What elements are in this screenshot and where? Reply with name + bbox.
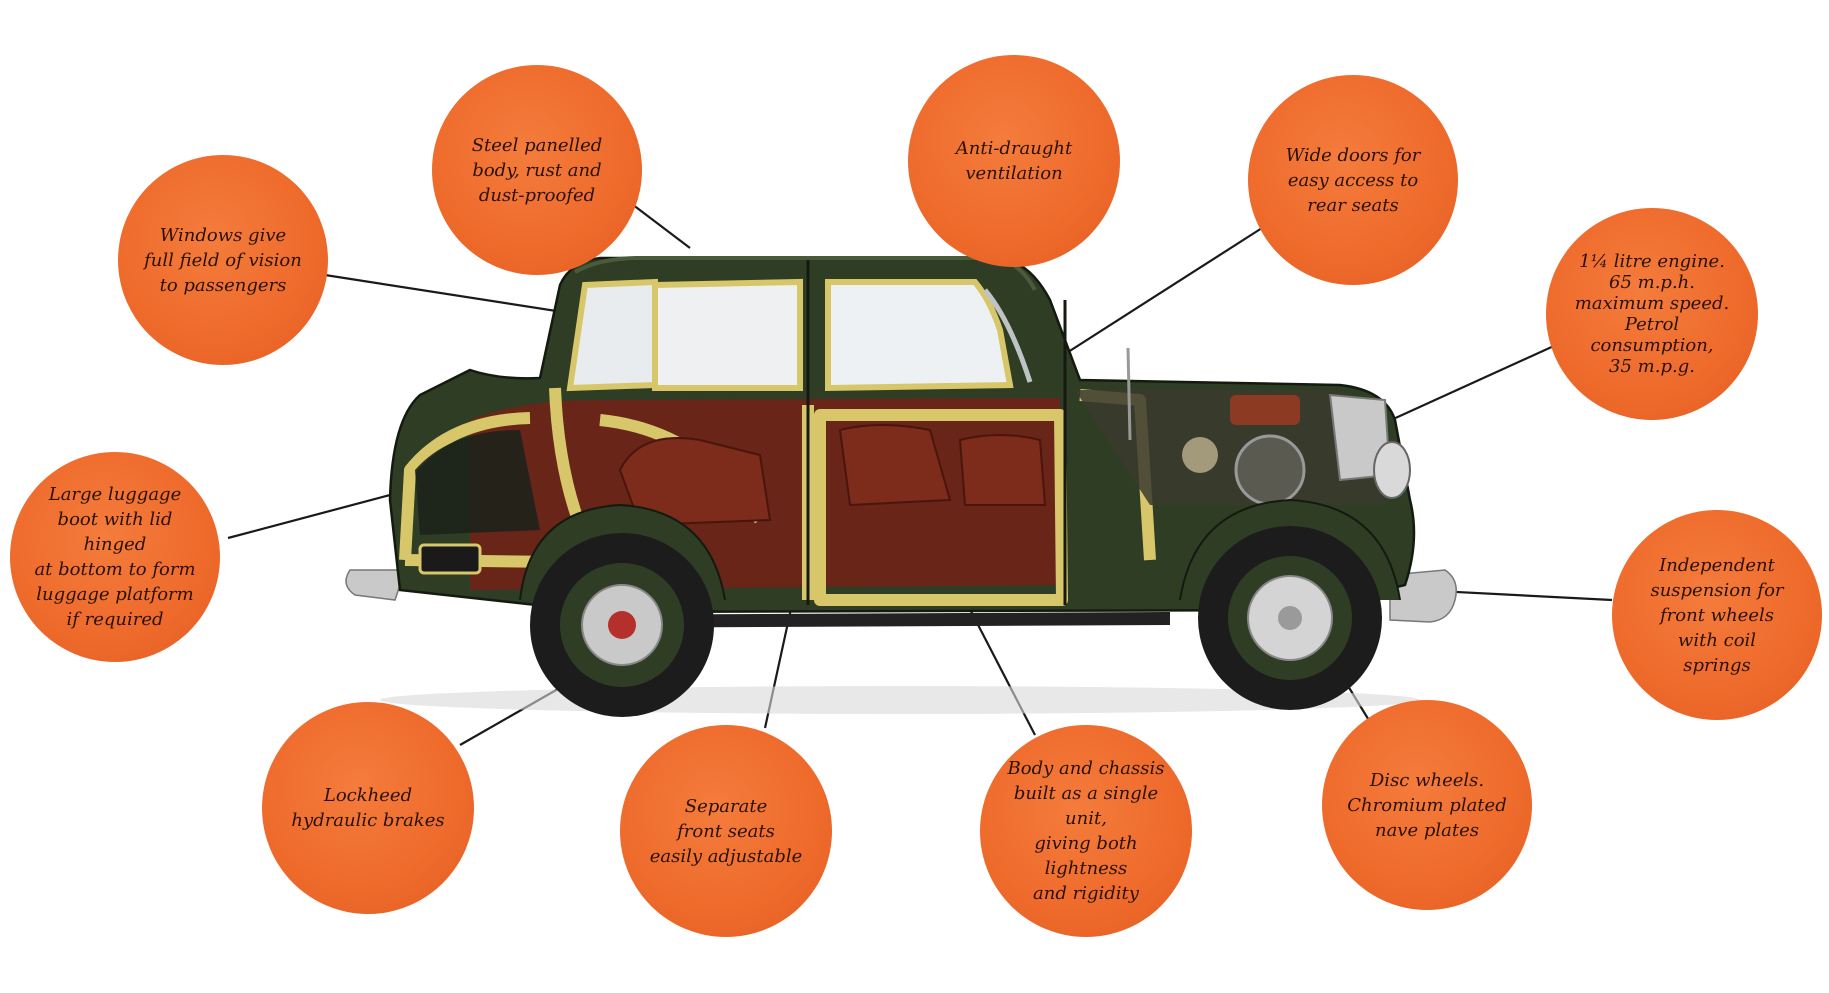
callout-ventilation: Anti-draught ventilation [908, 55, 1120, 267]
callout-front-seats-text: Separate front seats easily adjustable [649, 795, 803, 867]
callout-front-seats: Separate front seats easily adjustable [620, 725, 832, 937]
leader-wide-doors [1039, 227, 1263, 371]
rear-wheel [519, 503, 726, 717]
callout-suspension-text: Independent suspension for front wheels … [1650, 554, 1784, 676]
callout-body-chassis-text: Body and chassis built as a single unit,… [1007, 758, 1165, 904]
callout-ventilation-text: Anti-draught ventilation [955, 138, 1073, 184]
callout-wide-doors-text: Wide doors for easy access to rear seats [1285, 144, 1421, 216]
car [345, 256, 1457, 717]
callout-disc-wheels-text: Disc wheels. Chromium plated nave plates [1347, 769, 1507, 841]
callout-wide-doors: Wide doors for easy access to rear seats [1248, 75, 1458, 285]
callout-suspension: Independent suspension for front wheels … [1612, 510, 1822, 720]
callout-body-chassis: Body and chassis built as a single unit,… [980, 725, 1192, 937]
callout-brakes: Lockheed hydraulic brakes [262, 702, 474, 914]
callout-engine: 1¼ litre engine. 65 m.p.h. maximum speed… [1546, 208, 1758, 420]
callout-luggage-boot-text: Large luggage boot with lid hinged at bo… [34, 484, 196, 630]
callout-windows-text: Windows give full field of vision to pas… [144, 224, 302, 296]
leader-luggage [227, 493, 391, 540]
callout-steel-body-text: Steel panelled body, rust and dust-proof… [471, 134, 603, 206]
leader-engine [1379, 343, 1557, 427]
callout-luggage-boot: Large luggage boot with lid hinged at bo… [10, 452, 220, 662]
callout-engine-text: 1¼ litre engine. 65 m.p.h. maximum speed… [1574, 251, 1730, 377]
callout-brakes-text: Lockheed hydraulic brakes [291, 785, 445, 831]
callout-disc-wheels: Disc wheels. Chromium plated nave plates [1322, 700, 1532, 910]
callout-windows: Windows give full field of vision to pas… [118, 155, 328, 365]
front-wheel [1179, 498, 1401, 710]
callout-steel-body: Steel panelled body, rust and dust-proof… [432, 65, 642, 275]
